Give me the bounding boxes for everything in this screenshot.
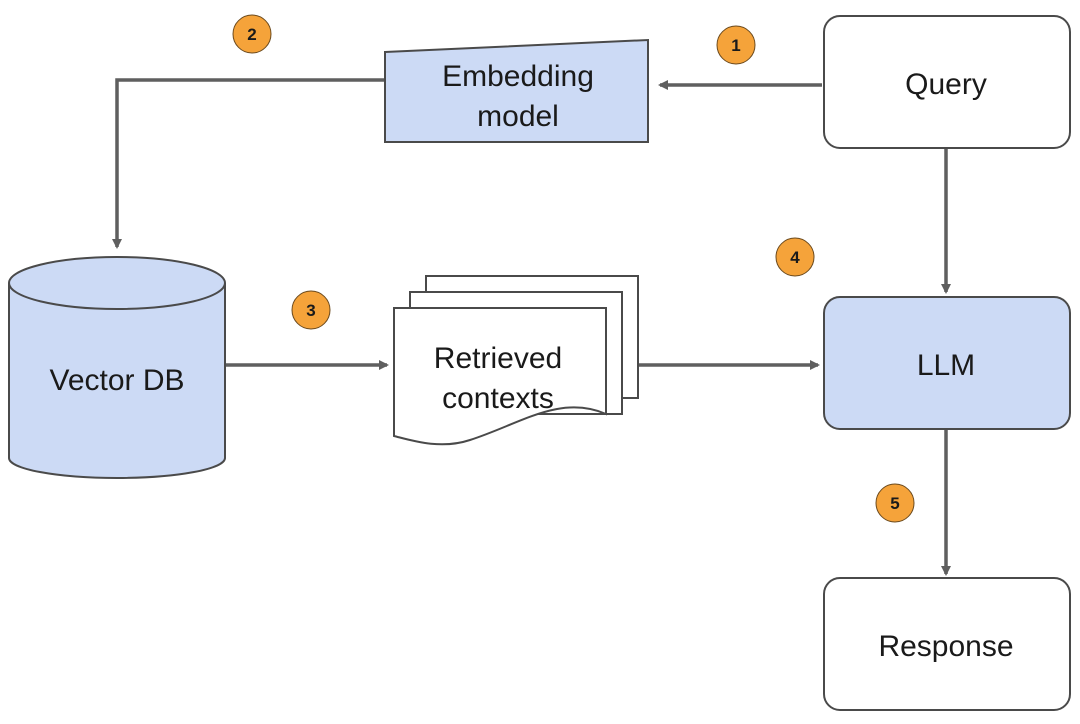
step-badge-2-label: 2: [247, 25, 256, 44]
response-node[interactable]: Response: [823, 577, 1071, 711]
vector-db-label: Vector DB: [49, 364, 184, 397]
embedding-model-label-line2: model: [477, 100, 559, 133]
embedding-model-label-line1: Embedding: [442, 60, 594, 93]
vector-db-cylinder-body: [8, 283, 226, 479]
edge-embedding-to-vector-db: [112, 78, 385, 249]
step-badge-5: 5: [875, 483, 915, 523]
query-label: Query: [905, 68, 987, 101]
contexts-label-line2: contexts: [442, 382, 554, 415]
step-badge-4-label: 4: [790, 248, 800, 267]
step-badge-5-circle: [875, 483, 915, 523]
contexts-label-line1: Retrieved: [434, 342, 562, 375]
response-box: [823, 577, 1071, 711]
embedding-model-node[interactable]: Embedding model: [384, 38, 649, 143]
response-label: Response: [878, 630, 1013, 663]
llm-box: [823, 296, 1071, 430]
step-badge-1-circle: [716, 25, 756, 65]
query-node[interactable]: Query: [823, 15, 1071, 149]
step-badge-4-circle: [775, 237, 815, 277]
contexts-front-page: [393, 307, 607, 446]
vector-db-node[interactable]: Vector DB: [8, 256, 226, 479]
step-badge-5-label: 5: [890, 494, 899, 513]
llm-node[interactable]: LLM: [823, 296, 1071, 430]
step-badge-4: 4: [775, 237, 815, 277]
llm-label: LLM: [917, 349, 975, 382]
step-badge-1: 1: [716, 25, 756, 65]
vector-db-cylinder-top: [8, 256, 226, 310]
step-badge-2-circle: [232, 14, 272, 54]
embedding-model-shape: [384, 38, 649, 143]
retrieved-contexts-node[interactable]: Retrieved contexts: [393, 275, 639, 446]
step-badge-3-label: 3: [306, 301, 315, 320]
step-badge-2: 2: [232, 14, 272, 54]
step-badge-1-label: 1: [731, 36, 740, 55]
query-box: [823, 15, 1071, 149]
step-badge-3-circle: [291, 290, 331, 330]
step-badge-3: 3: [291, 290, 331, 330]
